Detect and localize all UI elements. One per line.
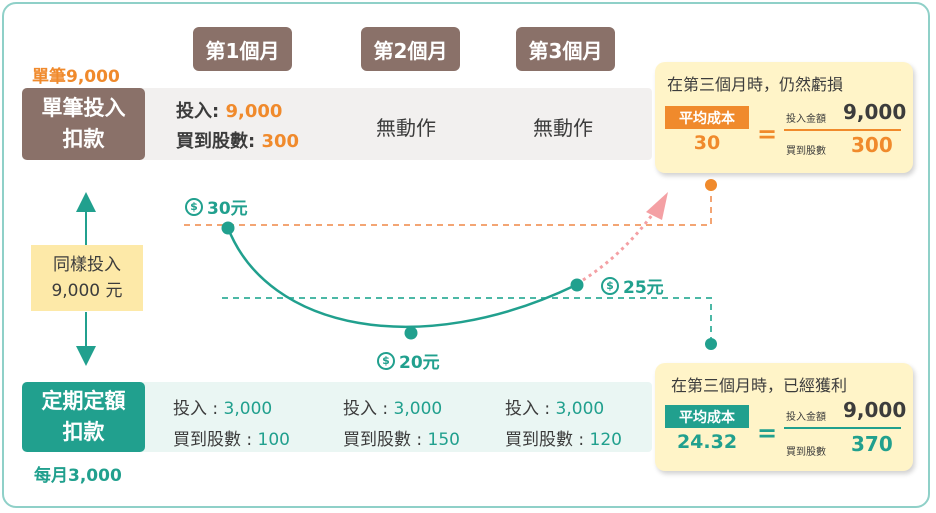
price-label-3: $25元 [601, 273, 664, 298]
dca-m2-invest: 投入 : 3,000 [343, 394, 442, 419]
price-curve [226, 227, 577, 329]
month-1-tab: 第1個月 [193, 27, 292, 71]
price-1-text: 30元 [207, 199, 248, 219]
price-point-1 [221, 221, 235, 235]
dca-m3-invest: 投入 : 3,000 [505, 394, 604, 419]
dca-m2-shares-value: 150 [427, 430, 460, 450]
lump-m3-text: 無動作 [533, 116, 593, 140]
dca-m1-shares-label: 買到股數 : [173, 430, 258, 450]
lump-m1-invest: 投入: 9,000 [176, 97, 282, 123]
lump-avg-value: 30 [693, 132, 721, 154]
lump-sum-label-line1: 單筆投入 [41, 96, 126, 120]
same-investment-line1: 同樣投入 [53, 255, 121, 275]
price-3-text: 25元 [623, 278, 664, 298]
dca-m2-invest-label: 投入 : [343, 399, 394, 419]
lump-sum-label: 單筆投入 扣款 [22, 88, 145, 160]
lump-m1-invest-value: 9,000 [225, 101, 283, 122]
dca-label: 定期定額 扣款 [22, 382, 145, 452]
dca-m3-shares-value: 120 [589, 430, 622, 450]
price-label-1: $30元 [185, 194, 248, 219]
lump-shares-label: 買到股數 [786, 146, 826, 157]
dca-avg-value: 24.32 [676, 431, 738, 453]
pink-trend-arrowhead [646, 192, 668, 220]
lump-shares-value: 300 [851, 133, 893, 157]
dca-m2-invest-value: 3,000 [393, 399, 443, 419]
dca-shares-value: 370 [851, 432, 893, 456]
dca-m3-invest-label: 投入 : [505, 399, 556, 419]
coin-icon: $ [377, 351, 395, 370]
lump-equals-sign: = [757, 120, 778, 148]
dca-m3-invest-value: 3,000 [555, 399, 605, 419]
dca-label-line1: 定期定額 [41, 389, 126, 413]
lump-result-title: 在第三個月時，仍然虧損 [667, 75, 844, 94]
lump-result-card: 在第三個月時，仍然虧損 平均成本 30 = 投入金額 9,000 買到股數 30… [655, 62, 913, 173]
dca-equals-sign: = [757, 419, 778, 447]
same-investment-line2: 9,000 元 [51, 281, 123, 301]
price-label-2: $20元 [377, 348, 440, 373]
lump-invest-label: 投入金額 [786, 114, 826, 125]
lump-m1-shares-value: 300 [261, 131, 300, 152]
dca-fraction-line [784, 427, 901, 429]
dca-invest-label: 投入金額 [786, 412, 826, 423]
dca-result-title: 在第三個月時，已經獲利 [671, 376, 848, 395]
price-point-3 [570, 278, 584, 292]
coin-icon: $ [185, 197, 203, 216]
month-2-tab: 第2個月 [361, 27, 460, 71]
dca-m3-shares: 買到股數 : 120 [505, 425, 622, 450]
dca-shares-label: 買到股數 [786, 447, 826, 458]
pink-trend-line [582, 214, 654, 282]
dca-m1-invest-label: 投入 : [173, 399, 224, 419]
dca-m2-shares: 買到股數 : 150 [343, 425, 460, 450]
dca-result-card: 在第三個月時，已經獲利 平均成本 24.32 = 投入金額 9,000 買到股數… [655, 363, 913, 471]
lump-reference-dot [705, 179, 717, 191]
dca-m1-invest-value: 3,000 [223, 399, 273, 419]
price-point-2 [404, 326, 418, 340]
price-2-text: 20元 [399, 353, 440, 373]
month-3-tab: 第3個月 [516, 27, 615, 71]
coin-icon: $ [601, 276, 619, 295]
dca-m1-shares-value: 100 [257, 430, 290, 450]
lump-avg-badge: 平均成本 [665, 106, 749, 129]
dca-reference-dashed [222, 297, 712, 338]
lump-sum-label-line2: 扣款 [62, 127, 105, 151]
lump-fraction-line [784, 129, 901, 131]
lump-invest-value: 9,000 [843, 100, 907, 124]
lump-sum-note: 單筆9,000 [32, 67, 120, 87]
dca-reference-dot [705, 338, 717, 350]
dca-m3-shares-label: 買到股數 : [505, 430, 590, 450]
lump-m1-shares: 買到股數: 300 [176, 127, 299, 153]
dca-m2-shares-label: 買到股數 : [343, 430, 428, 450]
dca-m1-invest: 投入 : 3,000 [173, 394, 272, 419]
lump-m1-invest-label: 投入: [176, 101, 226, 122]
dca-note: 每月3,000 [34, 466, 122, 486]
lump-m1-shares-label: 買到股數: [176, 131, 262, 152]
lump-m2-text: 無動作 [376, 116, 436, 140]
dca-invest-value: 9,000 [843, 398, 907, 422]
dca-label-line2: 扣款 [62, 420, 105, 444]
dca-m1-shares: 買到股數 : 100 [173, 425, 290, 450]
dca-avg-badge: 平均成本 [665, 405, 749, 428]
same-investment-box: 同樣投入 9,000 元 [31, 245, 143, 311]
lump-reference-dashed [184, 190, 712, 226]
